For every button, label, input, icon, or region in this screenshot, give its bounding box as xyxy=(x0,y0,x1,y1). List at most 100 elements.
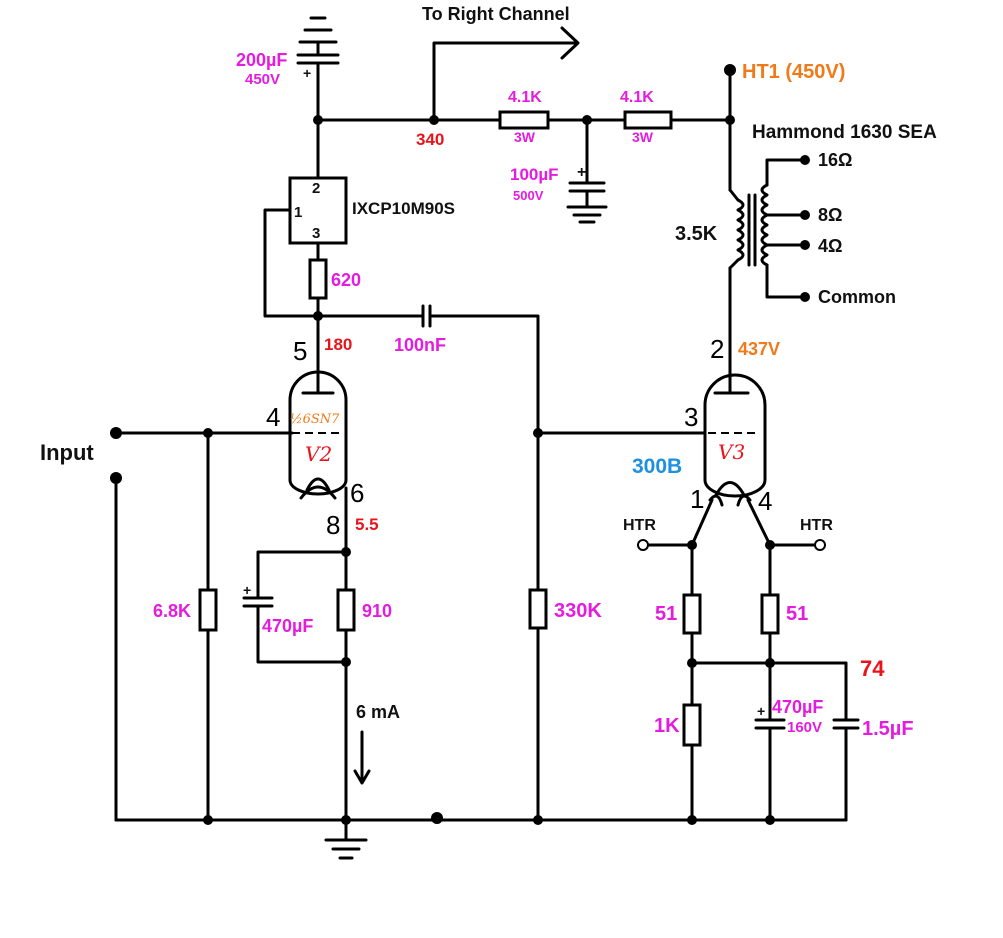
svg-text:+: + xyxy=(577,164,586,181)
filter-cap-voltage: 500V xyxy=(513,188,544,203)
v2-name-label: V2 xyxy=(305,442,332,466)
mosfet-label: IXCP10M90S xyxy=(352,199,455,218)
tap-16-label: 16Ω xyxy=(818,150,852,170)
junction-dot xyxy=(313,115,323,125)
junction-dot xyxy=(533,428,543,438)
anode-resistor-620 xyxy=(308,258,328,300)
junction-dot xyxy=(687,540,697,550)
v3-tube xyxy=(690,368,772,547)
v3-bypass-cap-value: 1.5µF xyxy=(862,718,914,740)
input-label: Input xyxy=(40,440,94,465)
node-voltage-340: 340 xyxy=(416,130,444,149)
filter-resistor-2-value: 4.1K xyxy=(620,89,654,106)
v3-grid-resistor-value: 330K xyxy=(554,600,602,622)
filter-cap-value: 100µF xyxy=(510,165,559,184)
htr-left-terminal[interactable] xyxy=(637,539,649,551)
input-terminal[interactable] xyxy=(110,427,122,439)
reservoir-cap-voltage: 450V xyxy=(245,71,280,88)
svg-text:+: + xyxy=(243,582,251,598)
cathode-resistor-910 xyxy=(336,588,356,632)
mosfet-pin-2: 2 xyxy=(312,180,320,197)
output-transformer xyxy=(728,158,807,372)
input-ground-terminal[interactable] xyxy=(110,472,122,484)
current-label: 6 mA xyxy=(356,702,400,722)
tap-4-label: 4Ω xyxy=(818,236,842,256)
anode-resistor-value: 620 xyxy=(331,270,361,290)
junction-dot xyxy=(687,658,697,668)
v3-pin-3: 3 xyxy=(684,402,698,432)
v3-heater-network: + xyxy=(641,543,860,822)
junction-dot xyxy=(341,657,351,667)
filter-resistor-1-watt: 3W xyxy=(514,129,536,145)
grid-resistor-330k xyxy=(528,588,548,630)
tap-8-terminal[interactable] xyxy=(800,210,810,220)
junction-dot xyxy=(431,812,443,824)
v2-pin-6: 6 xyxy=(350,478,364,508)
node-voltage-5-5: 5.5 xyxy=(355,515,379,534)
mosfet-ccs xyxy=(263,176,348,372)
mosfet-pin-3: 3 xyxy=(312,225,320,242)
transformer-label: Hammond 1630 SEA xyxy=(752,122,937,143)
node-voltage-74: 74 xyxy=(860,656,885,681)
filter-resistor-1 xyxy=(498,110,550,130)
v2-tube xyxy=(288,368,348,672)
v2-pin-4: 4 xyxy=(266,402,280,432)
coupling-capacitor xyxy=(316,304,540,592)
mosfet-pin-1: 1 xyxy=(294,204,302,221)
heater-resistor-51-left xyxy=(682,593,702,635)
grid-resistor-6-8k xyxy=(198,588,218,632)
v3-name-label: V3 xyxy=(718,440,745,464)
v2-pin-5: 5 xyxy=(293,336,307,366)
tap-common-label: Common xyxy=(818,287,896,307)
primary-impedance-label: 3.5K xyxy=(675,223,718,245)
heater-resistor-right-value: 51 xyxy=(786,603,808,625)
node-voltage-180: 180 xyxy=(324,335,352,354)
heater-resistor-51-right xyxy=(760,593,780,635)
junction-dot xyxy=(203,815,213,825)
filter-resistor-1-value: 4.1K xyxy=(508,89,542,106)
htr-right-terminal[interactable] xyxy=(814,539,826,551)
junction-dot xyxy=(429,115,439,125)
v3-grid-wiring xyxy=(536,431,714,822)
reservoir-cap-value: 200µF xyxy=(236,50,287,70)
v3-cathode-cap-voltage: 160V xyxy=(787,719,822,736)
v3-pin-1: 1 xyxy=(690,484,704,514)
tap-8-label: 8Ω xyxy=(818,205,842,225)
filter-resistor-2 xyxy=(623,110,673,130)
junction-dot xyxy=(765,540,775,550)
junction-dot xyxy=(203,428,213,438)
ht1-label: HT1 (450V) xyxy=(742,61,845,83)
node-voltage-437: 437V xyxy=(738,339,780,359)
v3-pin-4: 4 xyxy=(758,486,772,516)
junction-dot xyxy=(725,115,735,125)
v3-pin-2: 2 xyxy=(710,334,724,364)
v3-type-label: 300B xyxy=(632,455,682,478)
heater-resistor-left-value: 51 xyxy=(655,603,677,625)
v2-cathode-cap-value: 470µF xyxy=(262,616,313,636)
svg-text:+: + xyxy=(757,703,765,719)
v3-cathode-cap-value: 470µF xyxy=(772,697,823,717)
v2-type-label: ½6SN7 xyxy=(290,412,340,427)
tap-4-terminal[interactable] xyxy=(800,240,810,250)
v2-cathode-resistor-value: 910 xyxy=(362,601,392,621)
htr-right-label: HTR xyxy=(800,517,833,534)
ground-rail xyxy=(206,818,848,860)
supply-wiring: + + xyxy=(296,16,732,224)
to-right-channel-label: To Right Channel xyxy=(422,4,570,24)
htr-left-label: HTR xyxy=(623,517,656,534)
ht1-terminal xyxy=(724,64,736,76)
v2-pin-8: 8 xyxy=(326,510,340,540)
v2-cathode-network: + xyxy=(242,550,371,822)
svg-text:+: + xyxy=(303,65,311,81)
v3-cathode-resistor-value: 1K xyxy=(654,715,680,737)
tap-common-terminal[interactable] xyxy=(800,292,810,302)
junction-dot xyxy=(582,115,592,125)
tap-16-terminal[interactable] xyxy=(800,155,810,165)
junction-dot xyxy=(765,658,775,668)
coupling-cap-value: 100nF xyxy=(394,335,446,355)
junction-dot xyxy=(341,815,351,825)
grid-resistor-value: 6.8K xyxy=(153,601,191,621)
cathode-resistor-1k xyxy=(682,703,702,747)
filter-resistor-2-watt: 3W xyxy=(632,129,654,145)
